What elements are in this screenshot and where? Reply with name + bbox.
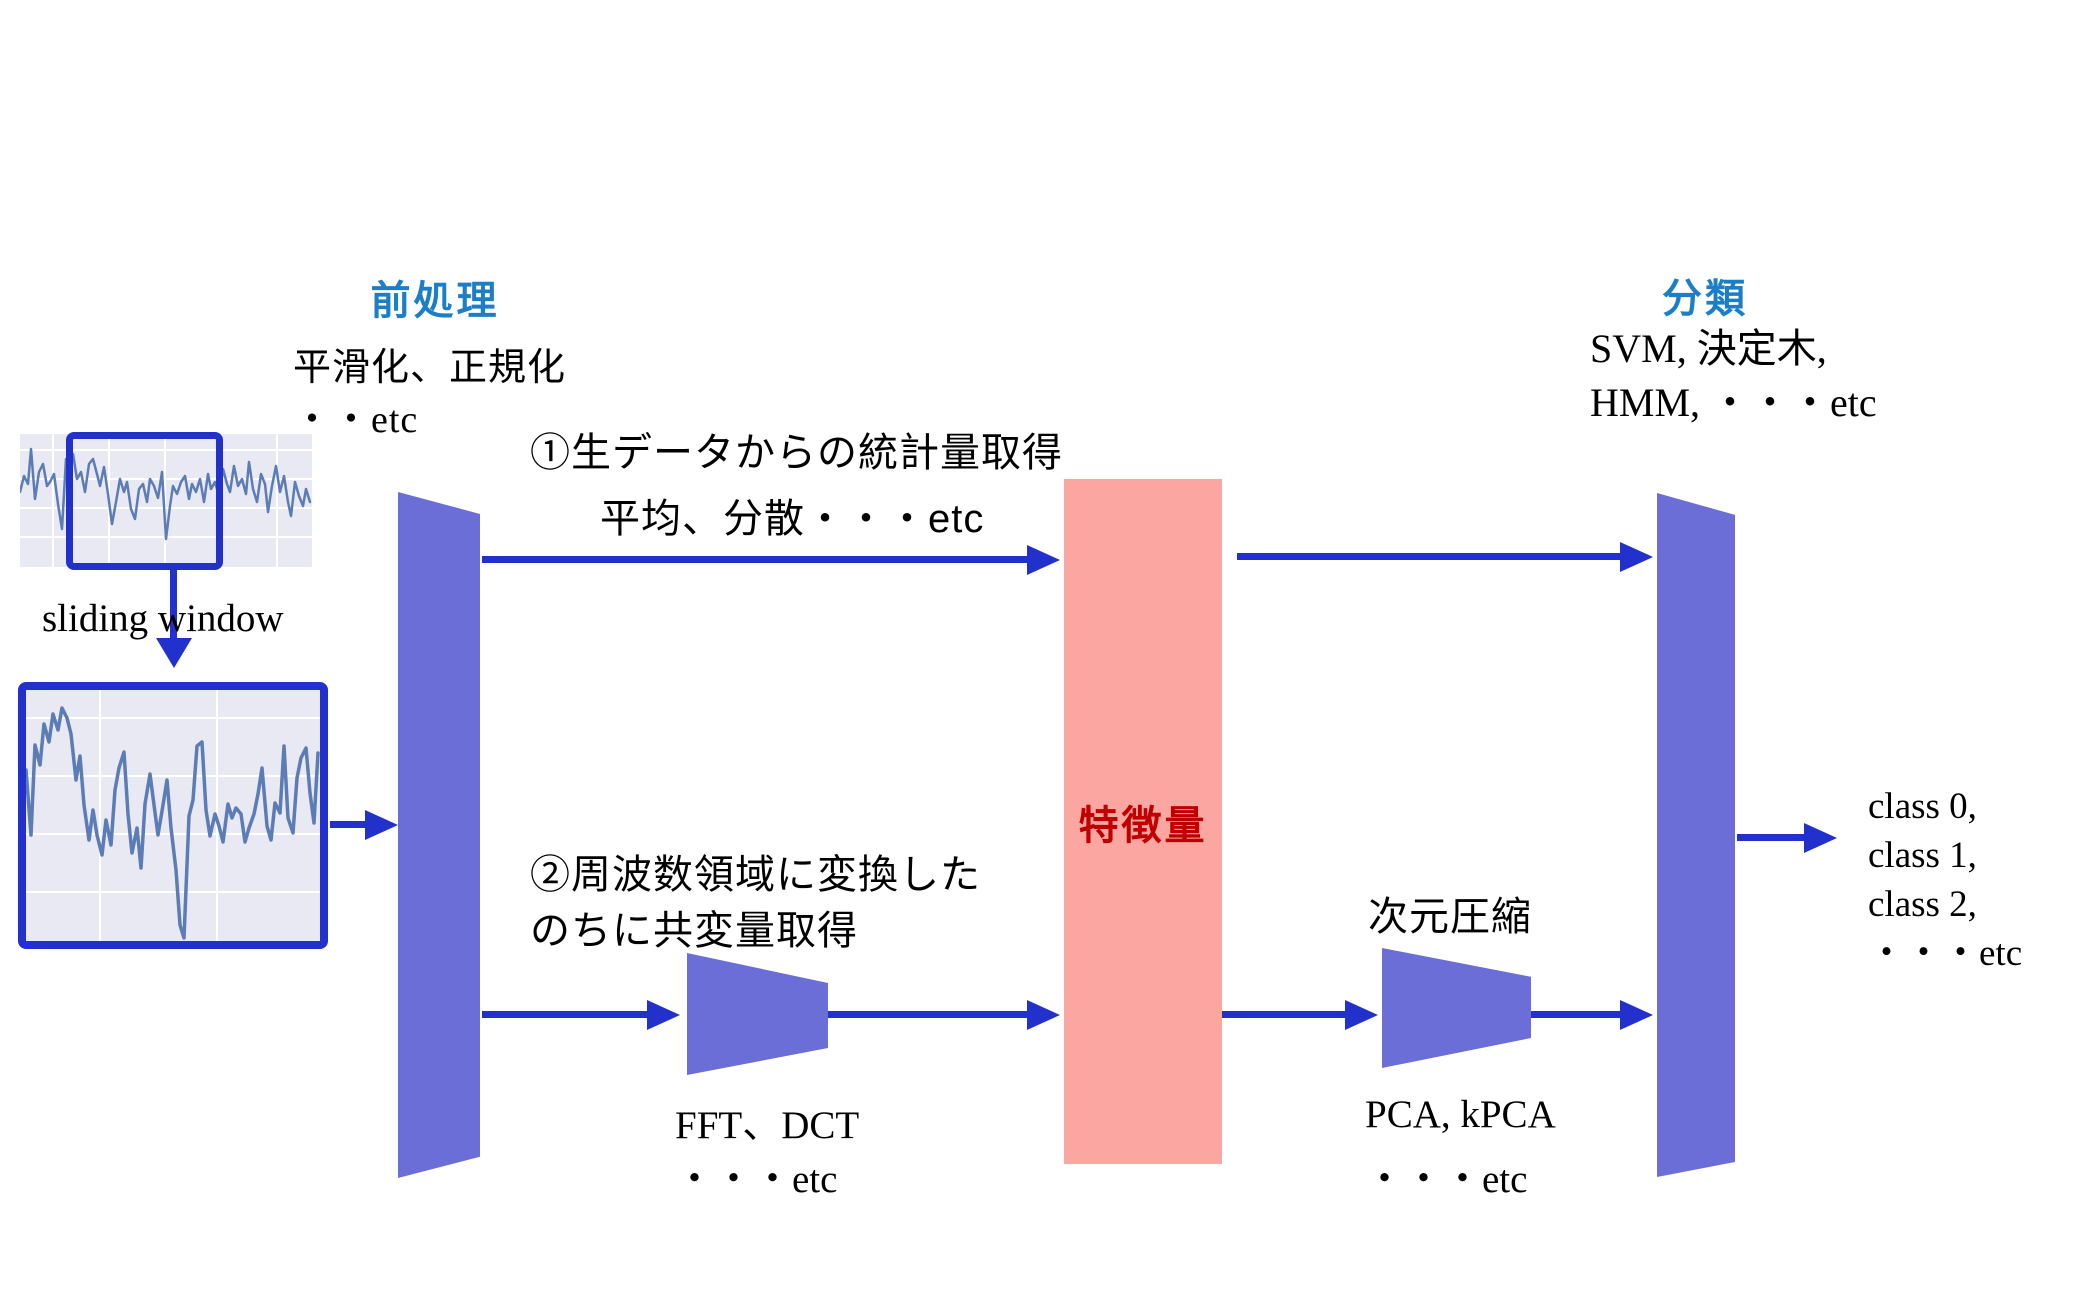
classify-methods-line1: SVM, 決定木,: [1590, 326, 1827, 371]
dimred-heading: 次元圧縮: [1368, 895, 1532, 939]
pca-label-line2: ・・・etc: [1365, 1158, 1528, 1201]
arrowhead-right-icon: [1027, 999, 1060, 1030]
features-label: 特徴量: [1078, 803, 1208, 848]
arrow-features-to-classifier: [1237, 541, 1653, 572]
fft-trapezoid: [687, 953, 828, 1075]
arrow-features-to-pca: [1222, 999, 1378, 1030]
classify-methods-line2: HMM, ・・・etc: [1590, 380, 1877, 425]
output-class-item: class 0,: [1868, 786, 1977, 827]
arrow-preprocess-to-features: [482, 544, 1060, 575]
arrow-pca-to-classifier: [1531, 999, 1653, 1030]
arrowhead-right-icon: [365, 809, 398, 840]
fft-label-line2: ・・・etc: [675, 1158, 838, 1201]
preprocess-heading: 前処理: [370, 279, 500, 323]
arrow-window-to-preprocess: [330, 809, 398, 840]
arrowhead-right-icon: [1620, 541, 1653, 572]
path2-title-line2: のちに共変量取得: [530, 909, 858, 953]
path2-title-line1: ②周波数領域に変換した: [530, 853, 981, 897]
output-classes-list: class 0, class 1, class 2, ・・・etc: [1868, 782, 2022, 978]
features-box: 特徴量: [1064, 479, 1222, 1164]
sliding-window-label: sliding window: [42, 597, 284, 640]
fft-label-line1: FFT、DCT: [675, 1104, 860, 1147]
arrowhead-right-icon: [1345, 999, 1378, 1030]
path1-title: ①生データからの統計量取得: [530, 431, 1063, 475]
arrow-fft-to-features: [828, 999, 1060, 1030]
preprocess-methods-line1: 平滑化、正規化: [293, 347, 567, 389]
sliding-window-arrow: [155, 570, 192, 668]
arrow-preprocess-to-fft: [482, 999, 680, 1030]
arrowhead-right-icon: [1620, 999, 1653, 1030]
output-class-item: ・・・etc: [1868, 933, 2023, 974]
path1-subtitle: 平均、分散・・・etc: [600, 497, 985, 541]
sliding-window-box: [66, 432, 223, 570]
window-plot: [18, 682, 328, 949]
pca-trapezoid: [1382, 948, 1531, 1068]
output-class-item: class 1,: [1868, 835, 1977, 876]
window-chart: [26, 690, 320, 941]
arrowhead-right-icon: [1804, 822, 1837, 853]
output-class-item: class 2,: [1868, 884, 1977, 925]
arrowhead-right-icon: [647, 999, 680, 1030]
classifier-trapezoid: [1657, 493, 1735, 1177]
classify-heading: 分類: [1662, 277, 1748, 321]
preprocess-trapezoid: [398, 492, 480, 1178]
arrowhead-right-icon: [1027, 544, 1060, 575]
arrow-classifier-to-output: [1737, 822, 1837, 853]
arrowhead-down-icon: [155, 638, 192, 668]
preprocess-methods-line2: ・・etc: [293, 399, 419, 441]
pca-label-line1: PCA, kPCA: [1365, 1093, 1556, 1136]
